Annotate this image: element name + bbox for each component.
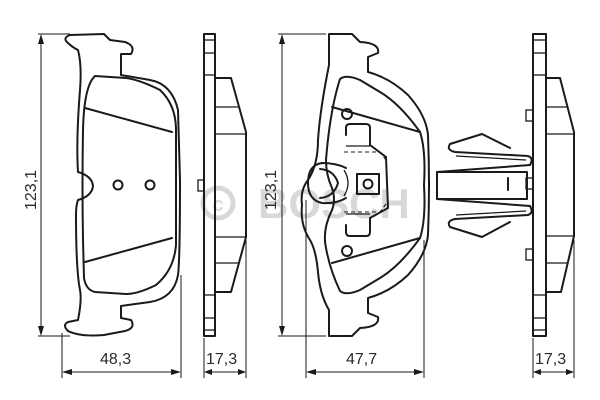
svg-text:c: c xyxy=(212,194,223,216)
pad-2-front-view xyxy=(300,33,430,337)
pad-2-thickness-dimension: 17,3 xyxy=(532,240,575,378)
pad-1-front-view xyxy=(64,33,181,337)
pad-2-height-dimension: 123,1 xyxy=(263,33,326,337)
pad-1-height-label: 123,1 xyxy=(23,170,40,210)
pad-1-width-dimension: 48,3 xyxy=(61,275,182,378)
pad-1-width-label: 48,3 xyxy=(100,351,131,368)
pad-1-thickness-label: 17,3 xyxy=(206,351,237,368)
pad-1-thickness-dimension: 17,3 xyxy=(203,240,247,378)
pad-2-height-label: 123,1 xyxy=(263,170,280,210)
pad-2-width-label: 47,7 xyxy=(346,351,377,368)
pad-1-side-view xyxy=(197,33,247,337)
pad-2-width-dimension: 47,7 xyxy=(305,200,425,378)
pad-2-thickness-label: 17,3 xyxy=(535,351,566,368)
spring-clip xyxy=(436,133,533,238)
pad-1-height-dimension: 123,1 xyxy=(23,33,70,337)
pad-2-side-view xyxy=(525,33,575,337)
